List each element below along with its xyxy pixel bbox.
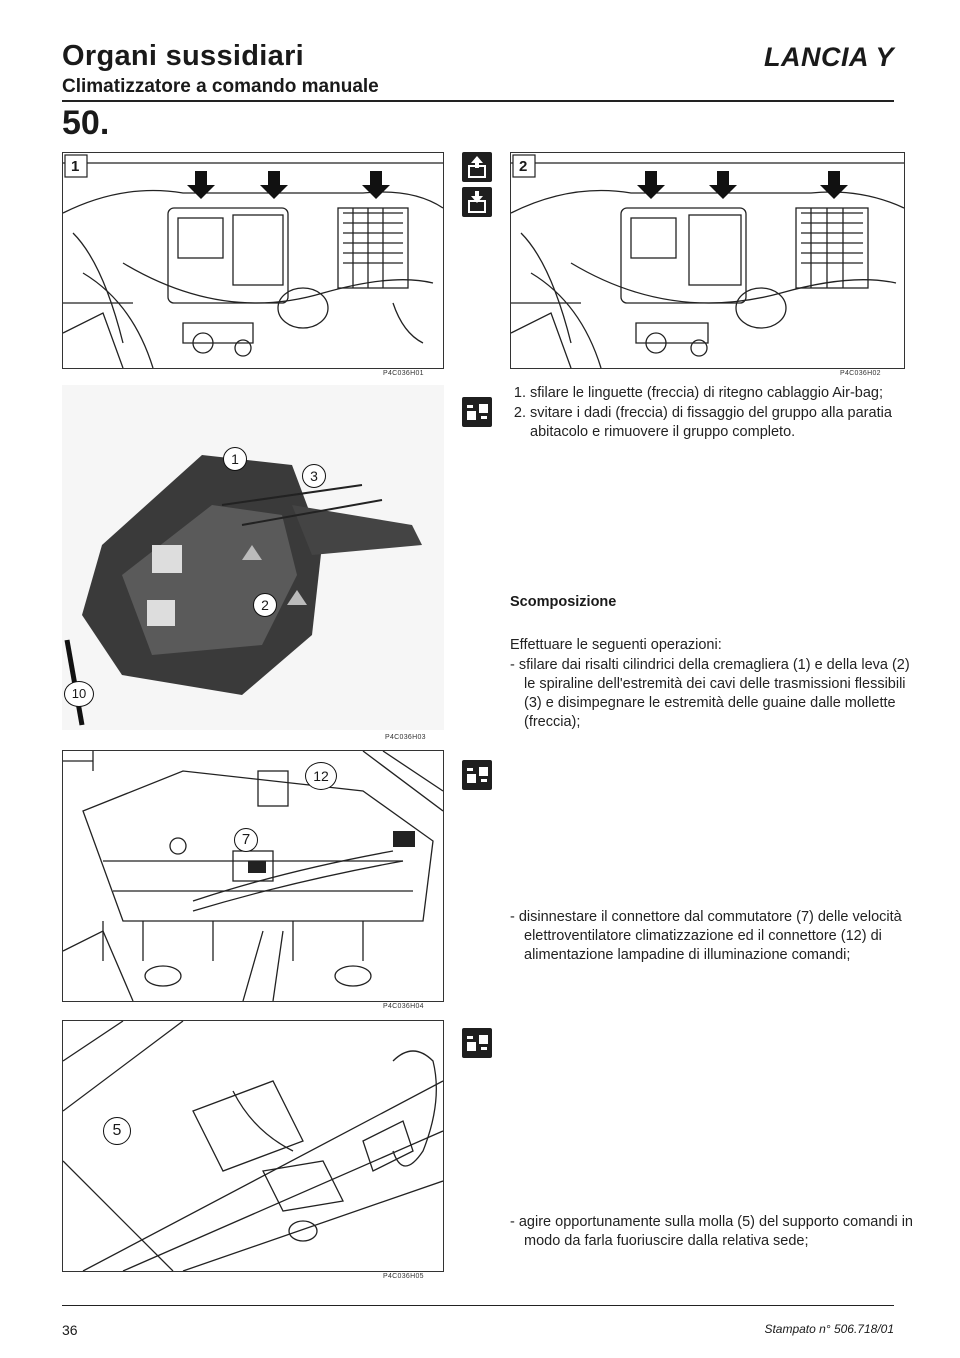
figure-4-drawing bbox=[63, 751, 443, 1001]
callout-10: 10 bbox=[64, 681, 94, 707]
figure-2-number: 2 bbox=[519, 158, 528, 175]
page-subtitle: Climatizzatore a comando manuale bbox=[62, 76, 379, 97]
figure-2: 2 bbox=[510, 152, 905, 369]
callout-1: 1 bbox=[223, 447, 247, 471]
figure-4: 7 12 bbox=[62, 750, 444, 1002]
section-number: 50. bbox=[62, 104, 110, 142]
disassembly-step-1: - sfilare dai risalti cilindrici della c… bbox=[510, 657, 910, 730]
footer-rule bbox=[62, 1305, 894, 1306]
disassembly-step-2: - disinnestare il connettore dal commuta… bbox=[510, 909, 902, 963]
disassemble-icon bbox=[462, 397, 492, 427]
page-number: 36 bbox=[62, 1322, 78, 1338]
section-heading-scomposizione: Scomposizione bbox=[510, 594, 617, 610]
disassembly-step-3: - agire opportunamente sulla molla (5) d… bbox=[510, 1214, 913, 1249]
figure-3-drawing bbox=[64, 455, 422, 726]
step-1: sfilare le linguette (freccia) di ritegn… bbox=[530, 384, 905, 403]
figure-1-number: 1 bbox=[71, 158, 80, 175]
removal-steps: sfilare le linguette (freccia) di ritegn… bbox=[510, 384, 905, 443]
page-title: Organi sussidiari bbox=[62, 40, 305, 72]
figure-5-drawing bbox=[63, 1021, 443, 1271]
callout-3: 3 bbox=[302, 464, 326, 488]
callout-7: 7 bbox=[234, 828, 258, 852]
figure-2-code: P4C036H02 bbox=[840, 370, 881, 377]
disassemble-icon bbox=[462, 760, 492, 790]
disassembly-intro: Effettuare le seguenti operazioni: bbox=[510, 637, 722, 653]
figure-1-code: P4C036H01 bbox=[383, 370, 424, 377]
figure-5: 5 bbox=[62, 1020, 444, 1272]
header-rule bbox=[62, 100, 894, 102]
callout-12: 12 bbox=[305, 762, 337, 790]
figure-4-code: P4C036H04 bbox=[383, 1003, 424, 1010]
callout-5: 5 bbox=[103, 1117, 131, 1145]
printed-reference: Stampato n° 506.718/01 bbox=[764, 1322, 894, 1336]
figure-3-code: P4C036H03 bbox=[385, 734, 426, 741]
remove-icon bbox=[462, 152, 492, 182]
figure-3-photo: 1 2 3 10 bbox=[62, 385, 444, 730]
brand-label: LANCIA Y bbox=[763, 42, 894, 72]
disassemble-icon bbox=[462, 1028, 492, 1058]
figure-2-drawing bbox=[511, 154, 904, 368]
step-2: svitare i dadi (freccia) di fissaggio de… bbox=[530, 404, 905, 442]
figure-1-drawing bbox=[63, 154, 443, 368]
install-icon bbox=[462, 187, 492, 217]
figure-1: 1 bbox=[62, 152, 444, 369]
callout-2: 2 bbox=[253, 593, 277, 617]
figure-5-code: P4C036H05 bbox=[383, 1273, 424, 1280]
